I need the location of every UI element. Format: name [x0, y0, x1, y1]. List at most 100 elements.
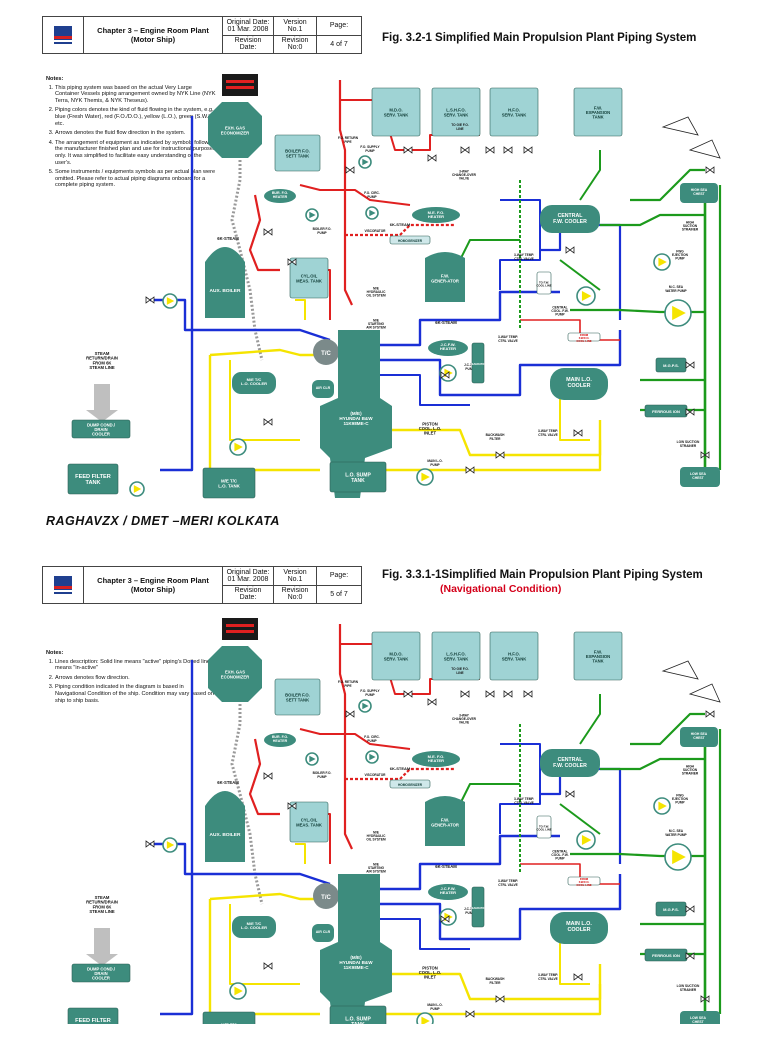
cooler-icon: [550, 368, 608, 400]
valve-symbol: [427, 154, 437, 162]
equipment-label: T/C: [321, 351, 331, 357]
valve-symbol: [263, 228, 273, 236]
equipment-label: F.W.GENER-ATOR: [431, 274, 459, 284]
notes-block: Notes: This piping system was based on t…: [46, 76, 216, 192]
pipe-line: [380, 330, 622, 397]
equipment-box: [431, 631, 481, 681]
equipment-label: VISCORATOR: [365, 773, 387, 777]
cooler-icon: [232, 372, 276, 394]
valve-symbol: [460, 690, 470, 698]
valve-symbol: [485, 690, 495, 698]
pipe-line: [295, 843, 306, 864]
pump-symbol: [581, 835, 592, 845]
funnel-icon: [222, 618, 258, 640]
aux-boiler-icon: [205, 791, 245, 862]
cooler-icon: [550, 912, 608, 944]
equipment-box: [67, 463, 119, 495]
pipe-line: [345, 767, 455, 781]
equipment-box: [573, 87, 623, 137]
equipment-box: [202, 1011, 256, 1024]
equipment-box: [329, 1005, 387, 1024]
valve-symbol: [440, 371, 450, 379]
valve-symbol: [503, 690, 513, 698]
equipment-label: MAIN L.O.COOLER: [566, 377, 592, 389]
turbocharger-icon: [313, 339, 339, 365]
valve-symbol: [263, 962, 273, 970]
pipe-line: [559, 259, 601, 291]
down-arrow-icon: [86, 928, 118, 966]
equipment-label: BOILER F.O.SETT TANK: [285, 149, 310, 159]
pump-symbol: [672, 305, 686, 321]
notes-title: Notes:: [46, 650, 64, 656]
discharge-icon: [688, 139, 721, 159]
economizer-icon: [208, 646, 262, 702]
equipment-label: H.F.O.SERV. TANK: [502, 108, 527, 118]
equipment-label: AUX. BOILER: [210, 288, 241, 294]
heater-icon: [264, 733, 296, 747]
equipment-label: M.G.P.S.: [663, 363, 679, 368]
funnel-icon: [226, 80, 254, 83]
pipe-line: [559, 924, 590, 985]
discharge-icon: [661, 660, 699, 680]
pump-symbol: [581, 291, 592, 301]
equipment-label: 6K-STEAM: [217, 780, 239, 785]
page-label: Page:: [317, 567, 361, 586]
note-item: Arrows denotes the fluid flow direction …: [55, 130, 216, 137]
revision-date-label: Revision Date:: [234, 587, 262, 602]
valve-symbol: [345, 166, 355, 174]
pump-symbol: [362, 158, 369, 166]
equipment-box: [567, 876, 601, 886]
page-number: 5 of 7: [330, 590, 348, 598]
note-item: Piping condition indicated in the diagra…: [55, 684, 216, 704]
equipment-label: 6K-STEAM: [435, 864, 457, 869]
equipment-box: [71, 419, 131, 439]
equipment-box: [489, 87, 539, 137]
valve-symbol: [287, 258, 297, 266]
doc-header: Chapter 3 – Engine Room Plant(Motor Ship…: [42, 566, 362, 604]
equipment-label: T/C: [321, 895, 331, 901]
pump-symbol: [133, 485, 142, 493]
cooler-icon: [232, 916, 276, 938]
fw-generator-icon: [425, 796, 465, 846]
discharge-icon: [688, 683, 721, 703]
pipe-line: [338, 80, 353, 306]
pipe-line: [380, 874, 622, 941]
notes-title: Notes:: [46, 76, 64, 82]
equipment-label: M.G.P.S.: [663, 907, 679, 912]
equipment-label: 3-WAY TEMP.CTRL VALVE: [514, 253, 534, 261]
pump-symbol: [421, 1016, 430, 1024]
equipment-box: [389, 235, 431, 245]
equipment-label: 6K-STEAM: [217, 236, 239, 241]
page-number: 4 of 7: [330, 40, 348, 48]
pipe-line: [229, 904, 300, 985]
valve-symbol: [495, 451, 505, 459]
pump-symbol: [362, 702, 369, 710]
pipe-line: [150, 842, 331, 886]
pipe-line: [150, 298, 331, 342]
chapter-title: Chapter 3 – Engine Room Plant: [97, 576, 209, 585]
equipment-label: J.C.F.W.PUMP: [464, 907, 476, 915]
equipment-box: [289, 257, 329, 299]
equipment-label: FERROUS ION: [652, 409, 680, 414]
valve-symbol: [523, 690, 533, 698]
